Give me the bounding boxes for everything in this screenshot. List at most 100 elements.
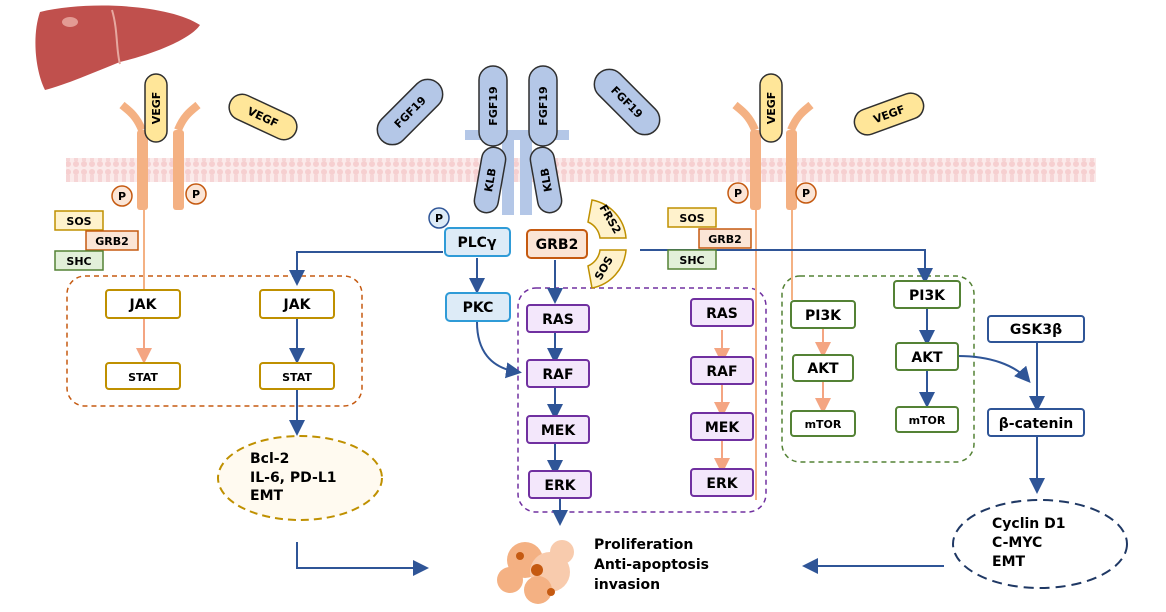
mtor-left: mTOR: [790, 410, 856, 437]
ras-secondary: RAS: [690, 298, 754, 327]
svg-text:ERK: ERK: [544, 478, 576, 494]
pi3k-region: [781, 275, 975, 463]
erk-secondary: ERK: [690, 468, 754, 497]
beta-catenin-box: β-catenin: [987, 408, 1085, 437]
vegf-ligand-free-right: VEGF: [853, 92, 925, 136]
frs2-arc: FRS2: [587, 199, 627, 239]
svg-text:β-catenin: β-catenin: [999, 416, 1074, 432]
tumor-cells-icon: [497, 540, 574, 604]
svg-text:IL-6, PD-L1: IL-6, PD-L1: [250, 470, 337, 486]
svg-text:SHC: SHC: [66, 255, 91, 268]
jak-left: JAK: [105, 289, 181, 319]
svg-text:Proliferation: Proliferation: [594, 537, 693, 553]
svg-text:GSK3β: GSK3β: [1010, 322, 1062, 338]
shc-right: SHC: [667, 249, 717, 270]
grb2-center: GRB2: [526, 229, 588, 259]
phospho-right-1: P: [727, 182, 749, 204]
svg-text:ERK: ERK: [706, 476, 738, 492]
vegf-ligand-right-bound: VEGF: [759, 73, 783, 143]
phospho-right-2: P: [795, 182, 817, 204]
svg-text:PI3K: PI3K: [909, 288, 946, 304]
svg-text:MEK: MEK: [541, 423, 576, 439]
svg-text:STAT: STAT: [128, 371, 158, 384]
svg-text:STAT: STAT: [282, 371, 312, 384]
svg-text:mTOR: mTOR: [909, 414, 946, 427]
svg-text:FGF19: FGF19: [487, 86, 500, 125]
stat-left: STAT: [105, 362, 181, 390]
fgf19-ligand-bound-right: FGF19: [528, 65, 558, 147]
vegf-receptor-left: [119, 101, 201, 360]
svg-text:KLB: KLB: [482, 167, 499, 193]
cell-membrane: [66, 158, 1096, 182]
svg-text:GRB2: GRB2: [708, 233, 742, 246]
svg-text:RAS: RAS: [706, 306, 738, 322]
akt-right: AKT: [895, 342, 959, 371]
stat-right: STAT: [259, 362, 335, 390]
klb-right: KLB: [529, 146, 563, 214]
svg-text:mTOR: mTOR: [805, 418, 842, 431]
vegf-ligand-free-left: VEGF: [228, 93, 298, 141]
svg-text:P: P: [118, 190, 126, 203]
right-outcome-ellipse: [952, 499, 1128, 589]
svg-text:MEK: MEK: [705, 420, 740, 436]
shc-left: SHC: [54, 250, 104, 271]
pi3k-right: PI3K: [893, 280, 961, 309]
phospho-left-1: P: [111, 185, 133, 207]
svg-text:P: P: [734, 187, 742, 200]
svg-text:AKT: AKT: [807, 361, 839, 377]
pkc-box: PKC: [445, 292, 511, 322]
svg-text:JAK: JAK: [283, 297, 312, 313]
jak-right: JAK: [259, 289, 335, 319]
proliferation-text: Proliferation Anti-apoptosis invasion: [594, 537, 709, 593]
svg-text:AKT: AKT: [911, 350, 943, 366]
raf-secondary: RAF: [690, 356, 754, 385]
akt-left: AKT: [792, 354, 854, 382]
svg-text:P: P: [802, 187, 810, 200]
inhibited-arrows: [136, 318, 831, 474]
plcg-box: PLCγ: [444, 227, 511, 257]
left-outcome-ellipse: [217, 435, 383, 521]
svg-text:EMT: EMT: [250, 488, 283, 504]
svg-text:SOS: SOS: [66, 215, 91, 228]
svg-text:EMT: EMT: [992, 554, 1025, 570]
mapk-region: [517, 287, 767, 513]
jak-stat-region: [66, 275, 363, 407]
mtor-right: mTOR: [895, 406, 959, 433]
vegf-receptor-right: [732, 101, 814, 500]
svg-text:JAK: JAK: [129, 297, 158, 313]
svg-text:PLCγ: PLCγ: [458, 235, 497, 251]
phospho-plc: P: [428, 207, 450, 229]
phospho-left-2: P: [185, 183, 207, 205]
svg-text:VEGF: VEGF: [765, 92, 778, 125]
grb2-left: GRB2: [85, 230, 139, 251]
sos-left: SOS: [54, 210, 104, 231]
sos-right: SOS: [667, 207, 717, 228]
gsk3b-box: GSK3β: [987, 315, 1085, 343]
sos-arc: SOS: [587, 249, 627, 289]
svg-text:C-MYC: C-MYC: [992, 535, 1042, 551]
fgf19-ligand-free-right: FGF19: [593, 68, 661, 136]
svg-text:P: P: [435, 212, 443, 225]
svg-text:SOS: SOS: [679, 212, 704, 225]
svg-text:PI3K: PI3K: [805, 308, 842, 324]
svg-text:KLB: KLB: [538, 167, 555, 193]
svg-text:P: P: [192, 188, 200, 201]
svg-text:RAF: RAF: [542, 367, 573, 383]
svg-text:RAF: RAF: [706, 364, 737, 380]
svg-text:SHC: SHC: [679, 254, 704, 267]
svg-text:Anti-apoptosis: Anti-apoptosis: [594, 557, 709, 573]
svg-text:PKC: PKC: [463, 300, 494, 316]
svg-text:FGF19: FGF19: [537, 86, 550, 125]
svg-text:Cyclin D1: Cyclin D1: [992, 516, 1066, 532]
signal-arrows: [289, 249, 1045, 576]
raf-active: RAF: [526, 359, 590, 388]
pi3k-left: PI3K: [790, 300, 856, 329]
left-outcome-text: Bcl-2 IL-6, PD-L1 EMT: [250, 451, 337, 504]
svg-text:invasion: invasion: [594, 577, 660, 593]
vegf-ligand-left-bound: VEGF: [144, 73, 168, 143]
fgf19-ligand-bound-left: FGF19: [478, 65, 508, 147]
svg-text:RAS: RAS: [542, 312, 574, 328]
svg-text:Bcl-2: Bcl-2: [250, 451, 289, 467]
grb2-right: GRB2: [698, 228, 752, 249]
